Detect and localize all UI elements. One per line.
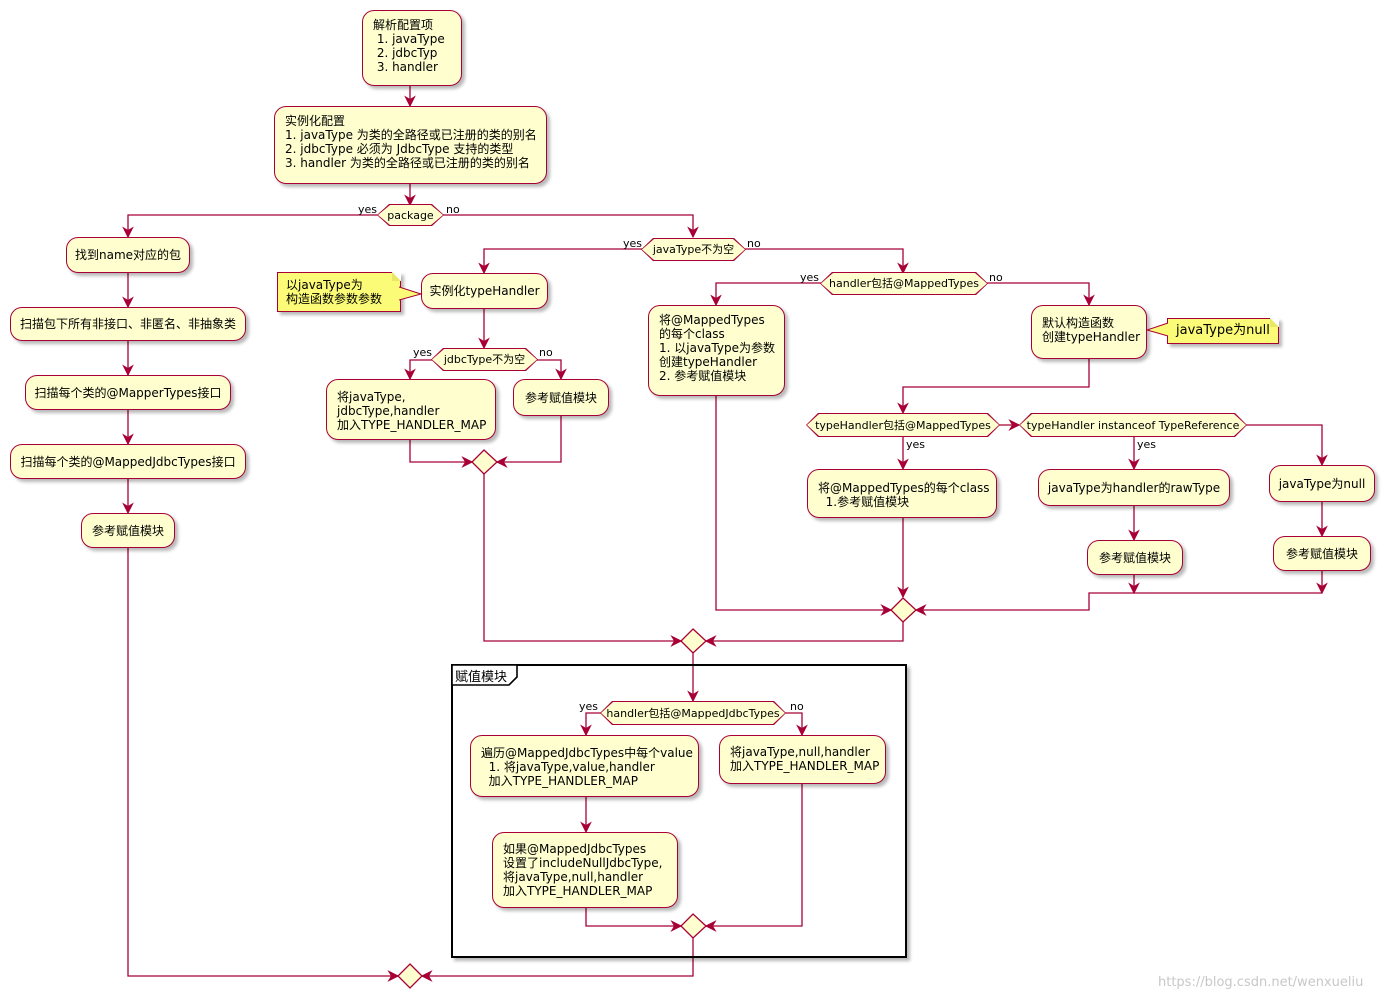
find-package-activity: 找到name对应的包 bbox=[66, 237, 190, 273]
merge-diamond-final bbox=[397, 963, 423, 989]
instantiate-config-activity: 实例化配置 1. javaType 为类的全路径或已注册的类的别名 2. jdb… bbox=[274, 106, 547, 184]
instanceof-decision: typeHandler instanceof TypeReference bbox=[1020, 414, 1246, 436]
assign-module-frame bbox=[451, 664, 907, 958]
handler-mapped-jdbc-no-label: no bbox=[790, 700, 804, 713]
scan-classes-activity: 扫描包下所有非接口、非匿名、非抽象类 bbox=[10, 307, 246, 341]
typehandler-mapped-yes-label: yes bbox=[906, 438, 926, 451]
jdbc-type-yes-label: yes bbox=[413, 346, 433, 359]
java-type-no-label: no bbox=[747, 237, 761, 250]
handler-mapped-decision: handler包括@MappedTypes bbox=[821, 273, 987, 294]
merge-diamond-right bbox=[890, 597, 917, 623]
watermark: https://blog.csdn.net/wenxueliu bbox=[1158, 975, 1364, 990]
default-ctor-activity: 默认构造函数 创建typeHandler bbox=[1031, 305, 1147, 359]
handler-mapped-no-label: no bbox=[989, 271, 1003, 284]
ref-assign-left-activity: 参考赋值模块 bbox=[81, 513, 175, 548]
java-type-null-note: javaType为null bbox=[1167, 318, 1279, 344]
ref-assign-mid-activity: 参考赋值模块 bbox=[513, 379, 609, 416]
parse-config-activity: 解析配置项 1. javaType 2. jdbcTyp 3. handler bbox=[362, 10, 462, 86]
package-yes-label: yes bbox=[358, 203, 378, 216]
put-map-activity: 将javaType, jdbcType,handler 加入TYPE_HANDL… bbox=[326, 379, 496, 440]
java-type-decision: javaType不为空 bbox=[642, 239, 745, 260]
put-null-handler-activity: 将javaType,null,handler 加入TYPE_HANDLER_MA… bbox=[719, 735, 886, 784]
mapped-each-2-activity: 将@MappedTypes的每个class 1.参考赋值模块 bbox=[807, 469, 997, 518]
iterate-jdbc-activity: 遍历@MappedJdbcTypes中每个value 1. 将javaType,… bbox=[470, 735, 699, 797]
package-no-label: no bbox=[446, 203, 460, 216]
scan-mapped-jdbc-activity: 扫描每个类的@MappedJdbcTypes接口 bbox=[10, 444, 246, 479]
jdbc-type-no-label: no bbox=[539, 346, 553, 359]
raw-type-activity: javaType为handler的rawType bbox=[1038, 469, 1230, 506]
java-type-yes-label: yes bbox=[623, 237, 643, 250]
note-pointer-left bbox=[399, 286, 423, 301]
include-null-activity: 如果@MappedJdbcTypes 设置了includeNullJdbcTyp… bbox=[492, 832, 678, 908]
ref-assign-r1-activity: 参考赋值模块 bbox=[1087, 540, 1183, 575]
frame-title: 赋值模块 bbox=[455, 670, 508, 685]
jdbc-type-decision: jdbcType不为空 bbox=[432, 349, 537, 370]
java-null-activity: javaType为null bbox=[1269, 465, 1375, 502]
merge-diamond-javatype bbox=[680, 628, 707, 654]
handler-mapped-yes-label: yes bbox=[800, 271, 820, 284]
ctor-param-note: 以javaType为 构造函数参数参数 bbox=[277, 272, 401, 312]
scan-mapper-types-activity: 扫描每个类的@MapperTypes接口 bbox=[25, 375, 231, 410]
instantiate-handler-activity: 实例化typeHandler bbox=[421, 273, 548, 309]
package-decision: package bbox=[378, 205, 443, 225]
frame-tab-shape bbox=[451, 664, 518, 686]
handler-mapped-jdbc-yes-label: yes bbox=[579, 700, 599, 713]
typehandler-mapped-decision: typeHandler包括@MappedTypes bbox=[807, 414, 999, 436]
merge-diamond-frame bbox=[680, 913, 707, 939]
merge-diamond-jdbc bbox=[471, 449, 498, 475]
mapped-each-activity: 将@MappedTypes 的每个class 1. 以javaType为参数 创… bbox=[648, 305, 785, 396]
instanceof-yes-label: yes bbox=[1137, 438, 1157, 451]
handler-mapped-jdbc-decision: handler包括@MappedJdbcTypes bbox=[601, 702, 785, 724]
ref-assign-r2-activity: 参考赋值模块 bbox=[1273, 536, 1371, 571]
note-pointer-right bbox=[1147, 322, 1169, 337]
